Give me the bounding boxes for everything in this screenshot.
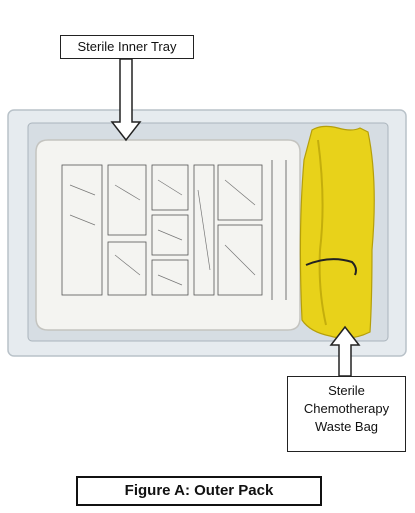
figure-caption: Figure A: Outer Pack [76, 476, 322, 506]
waste-bag-arrow [329, 325, 361, 377]
waste-bag-label-line-3: Waste Bag [314, 419, 379, 434]
waste-bag-fold [317, 139, 327, 326]
sterile-inner-tray-label: Sterile Inner Tray [60, 35, 194, 59]
sterile-waste-bag-label: Sterile Chemotherapy Waste Bag [287, 376, 406, 452]
waste-bag-tie [305, 258, 357, 276]
instruction-sketch-lines [69, 179, 256, 286]
instruction-illustrations [61, 160, 287, 300]
inner-tray-pouch [35, 139, 301, 331]
waste-bag-label-line-2: Chemotherapy [303, 401, 390, 416]
waste-bag-label-line-1: Sterile [328, 383, 365, 398]
waste-bag [299, 125, 375, 339]
inner-tray-arrow [110, 58, 142, 142]
